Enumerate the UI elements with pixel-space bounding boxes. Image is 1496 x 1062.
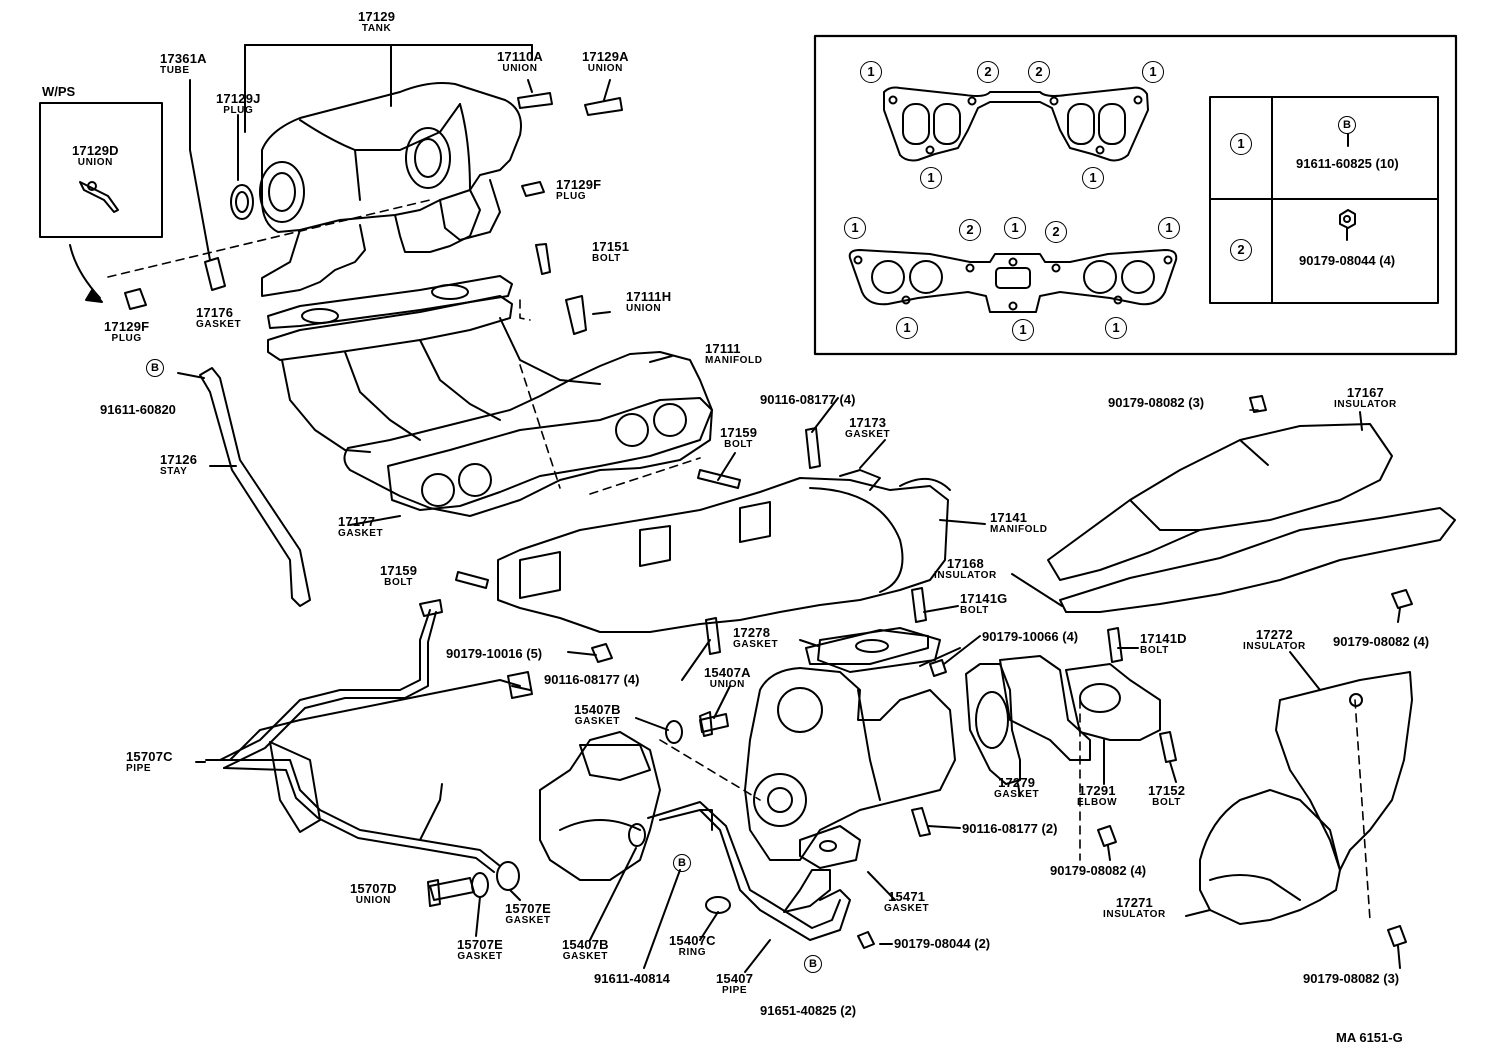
mark-1-upper-bottom-left: 1 — [920, 167, 942, 189]
b-marker-pipe: B — [804, 955, 822, 973]
ref-90116-08177-top: 90116-08177 (4) — [760, 392, 856, 407]
mark-1-upper-left: 1 — [860, 61, 882, 83]
mark-1-lower-right: 1 — [1158, 217, 1180, 239]
stay-rod — [199, 367, 311, 607]
drawing-code: MA 6151-G — [1336, 1030, 1403, 1045]
legend-mark-1: 1 — [1230, 133, 1252, 155]
mark-1-lower-bottom-center: 1 — [1012, 319, 1034, 341]
oil-filter-bracket — [539, 731, 661, 881]
legend-part-90179-08044: 90179-08044 (4) — [1299, 253, 1396, 268]
ref-91611-40814: 91611-40814 — [594, 971, 670, 986]
ref-90179-08082-4-bottom: 90179-08082 (4) — [1050, 863, 1147, 878]
gasket-detail-frame — [813, 34, 1458, 356]
insulator-17271-outline — [1199, 789, 1341, 925]
ref-91651-40825: 91651-40825 (2) — [760, 1003, 857, 1018]
insulator-17167-outline — [1047, 423, 1393, 581]
upper-gasket-outline — [883, 86, 1149, 162]
ref-90179-08082-3-top: 90179-08082 (3) — [1108, 395, 1205, 410]
mark-1-upper-right: 1 — [1142, 61, 1164, 83]
ref-90179-08082-3-bottom: 90179-08082 (3) — [1303, 971, 1400, 986]
elbow-17291-outline — [999, 655, 1091, 761]
gasket-17278-outline — [805, 629, 929, 665]
ref-90179-10016: 90179-10016 (5) — [446, 646, 543, 661]
ref-90179-10066: 90179-10066 (4) — [982, 629, 1079, 644]
turbocharger-body — [744, 667, 956, 861]
mark-2-upper-right: 2 — [1028, 61, 1050, 83]
gasket-17177-outline — [387, 397, 713, 511]
mark-1-upper-bottom-right: 1 — [1082, 167, 1104, 189]
b-marker-stay: B — [146, 359, 164, 377]
legend-b-symbol: B — [1338, 116, 1356, 134]
intake-manifold-flange — [267, 295, 513, 361]
ref-91611-60820: 91611-60820 — [100, 402, 176, 417]
mark-1-lower-bottom-left: 1 — [896, 317, 918, 339]
legend-mark-2: 2 — [1230, 239, 1252, 261]
b-marker-ring: B — [673, 854, 691, 872]
mark-2-lower-right: 2 — [1045, 221, 1067, 243]
legend-part-91611-60825: 91611-60825 (10) — [1296, 156, 1399, 171]
insulator-17168-outline — [1059, 507, 1456, 613]
insulator-17272-outline — [1275, 671, 1413, 871]
exhaust-manifold-body — [497, 477, 949, 633]
ref-90116-08177-bottom: 90116-08177 (2) — [962, 821, 1058, 836]
oil-pipe-15407 — [659, 809, 851, 941]
oil-pipe-15707c — [219, 609, 437, 769]
tank-body — [261, 82, 522, 233]
ref-90179-08082-4-right: 90179-08082 (4) — [1333, 634, 1430, 649]
gasket-17176-outline — [267, 275, 513, 329]
ref-90116-08177-left: 90116-08177 (4) — [544, 672, 640, 687]
mark-1-lower-center: 1 — [1004, 217, 1026, 239]
mark-1-lower-bottom-right: 1 — [1105, 317, 1127, 339]
mark-2-upper-left: 2 — [977, 61, 999, 83]
mark-2-lower-left: 2 — [959, 219, 981, 241]
gasket-17279-outline — [965, 663, 1021, 785]
mark-1-lower-left: 1 — [844, 217, 866, 239]
ref-90179-08044: 90179-08044 (2) — [894, 936, 991, 951]
wps-label: W/PS — [42, 84, 76, 99]
wps-inset-frame — [39, 102, 163, 238]
lower-gasket-outline — [848, 249, 1178, 313]
